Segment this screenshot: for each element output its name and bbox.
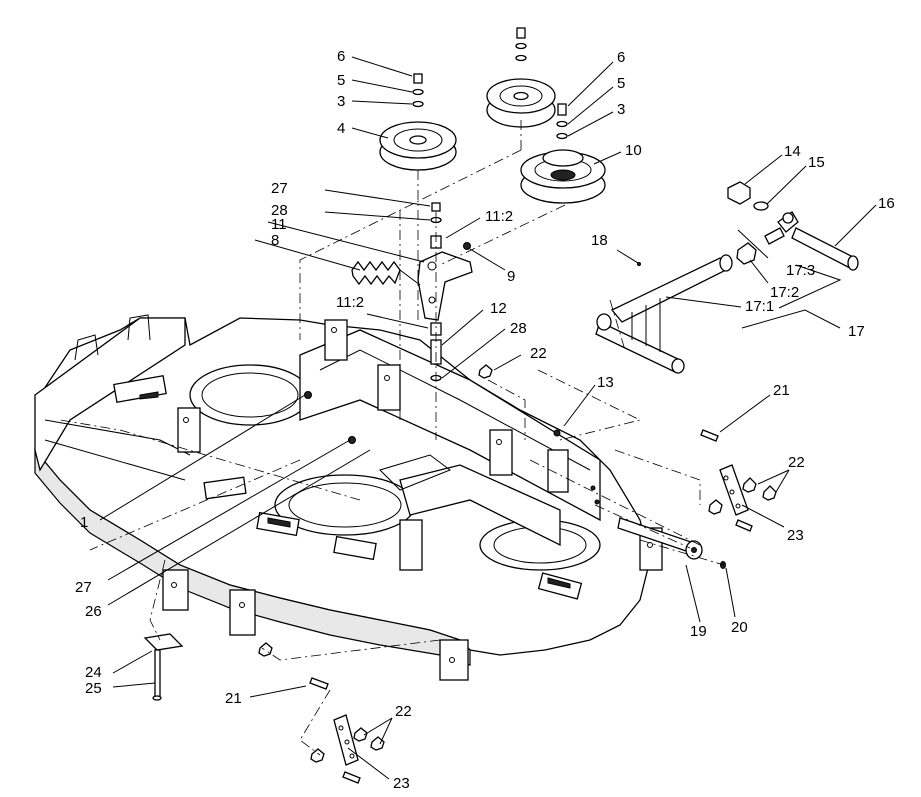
- hanger-bracket-lower: [309, 677, 385, 784]
- callout-22: 22: [788, 454, 805, 471]
- callout-22: 22: [530, 345, 547, 362]
- callout-19: 19: [690, 623, 707, 640]
- idler-pulley-4: [379, 121, 457, 171]
- callout-27: 27: [75, 579, 92, 596]
- bolt-stack-right: [556, 103, 568, 140]
- callout-14: 14: [784, 143, 801, 160]
- callout-23: 23: [787, 527, 804, 544]
- callout-28: 28: [510, 320, 527, 337]
- rod-end-assembly: [727, 181, 859, 271]
- callout-17: 17: [848, 323, 865, 340]
- callout-4: 4: [337, 120, 345, 137]
- callout-5: 5: [617, 75, 625, 92]
- callout-8: 8: [271, 232, 279, 249]
- callout-1: 1: [80, 514, 88, 531]
- mower-deck: [34, 314, 663, 681]
- callout-25: 25: [85, 680, 102, 697]
- bolt-stack-center: [515, 27, 527, 62]
- callout-18: 18: [591, 232, 608, 249]
- callout-17-1: 17:1: [745, 298, 774, 315]
- callout-3: 3: [337, 93, 345, 110]
- callout-11: 11: [271, 216, 287, 233]
- idler-pulley-top: [486, 78, 556, 128]
- callout-21: 21: [773, 382, 790, 399]
- leader-lines: [99, 56, 877, 780]
- callout-12: 12: [490, 300, 507, 317]
- callout-6: 6: [337, 48, 345, 65]
- callout-16: 16: [878, 195, 895, 212]
- callout-5: 5: [337, 72, 345, 89]
- bolt-24-25: [143, 633, 184, 701]
- callout-17-3: 17:3: [786, 262, 815, 279]
- callout-3: 3: [617, 101, 625, 118]
- pulley-10: [520, 149, 606, 204]
- callout-17-2: 17:2: [770, 284, 799, 301]
- callout-20: 20: [731, 619, 748, 636]
- callout-15: 15: [808, 154, 825, 171]
- callout-6: 6: [617, 49, 625, 66]
- hanger-bracket-right: [617, 429, 777, 569]
- callout-24: 24: [85, 664, 102, 681]
- callout-22: 22: [395, 703, 412, 720]
- pivot-tube-17: [595, 254, 733, 374]
- callout-11-2: 11:2: [485, 208, 513, 225]
- assembly-centerlines: [59, 120, 725, 756]
- callout-26: 26: [85, 603, 102, 620]
- callout-11-2: 11:2: [336, 294, 364, 311]
- callout-labels: 6 5 3 4 6 5 3 10 14 15 16 27 28 11 8 11:…: [75, 48, 895, 792]
- bolt-stack-left: [412, 73, 424, 108]
- callout-13: 13: [597, 374, 614, 391]
- callout-9: 9: [507, 268, 515, 285]
- callout-28: 28: [271, 202, 288, 219]
- callout-21: 21: [225, 690, 242, 707]
- callout-27: 27: [271, 180, 288, 197]
- callout-23: 23: [393, 775, 410, 792]
- callout-10: 10: [625, 142, 642, 159]
